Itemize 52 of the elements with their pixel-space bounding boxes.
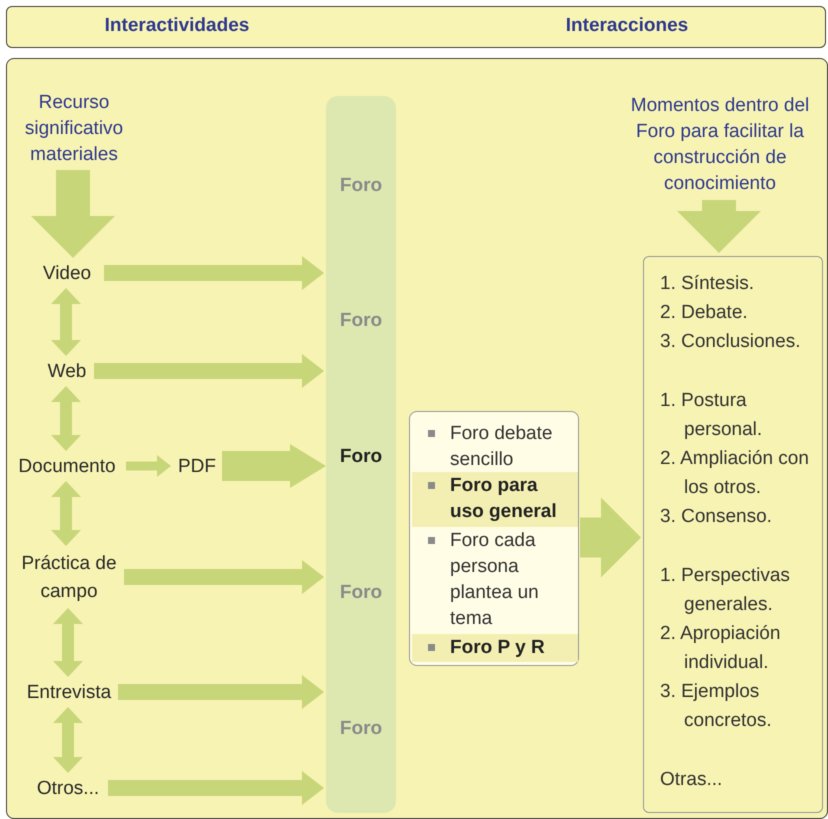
list-panel xyxy=(643,256,823,813)
forum-label: Foro xyxy=(328,173,394,199)
arrow xyxy=(126,455,171,477)
forum-label: Foro xyxy=(328,444,394,470)
list-item: 3. Ejemplos concretos. xyxy=(660,680,773,733)
arrow xyxy=(104,256,324,290)
arrow xyxy=(118,675,324,709)
list-item: 3. Consenso. xyxy=(660,505,773,529)
arrow xyxy=(31,170,115,258)
arrow xyxy=(94,354,324,388)
forum-band xyxy=(326,96,396,813)
resource-label: Práctica de campo xyxy=(15,549,123,607)
arrow xyxy=(124,560,324,594)
arrow xyxy=(108,771,324,805)
content-panel xyxy=(6,58,828,819)
double-arrow xyxy=(51,288,81,356)
list-panel xyxy=(409,411,579,666)
resource-label: PDF xyxy=(173,454,221,480)
column-heading: Interactividades xyxy=(104,15,250,37)
list-item: Foro cada persona plantea un tema xyxy=(450,529,540,631)
double-arrow xyxy=(51,386,81,451)
arrow xyxy=(580,498,641,578)
resource-label: Otros... xyxy=(29,776,107,802)
list-item: 2. Debate. xyxy=(660,301,749,325)
header-band xyxy=(6,6,826,48)
resource-label: Web xyxy=(41,359,93,385)
list-item: 1. Perspectivas generales. xyxy=(660,564,791,617)
double-arrow xyxy=(53,707,83,773)
list-item: Foro debate sencillo xyxy=(450,422,554,472)
forum-label: Foro xyxy=(328,308,394,334)
double-arrow xyxy=(51,481,81,546)
arrow xyxy=(222,444,326,488)
list-row xyxy=(412,472,578,527)
column-heading: Interacciones xyxy=(564,15,690,37)
forum-label: Foro xyxy=(328,580,394,606)
resource-label: Documento xyxy=(9,454,125,480)
resource-label: Entrevista xyxy=(21,680,117,706)
list-item: 3. Conclusiones. xyxy=(660,330,802,354)
resource-label: Video xyxy=(31,261,103,287)
section-heading: Recurso significativo materiales xyxy=(13,89,135,169)
arrow xyxy=(677,200,761,253)
list-item: Foro para uso general xyxy=(450,474,558,524)
list-item: Otras... xyxy=(660,768,724,792)
section-heading: Momentos dentro del Foro para facilitar la construcción de conocimiento xyxy=(613,91,827,199)
double-arrow xyxy=(53,608,83,677)
list-item: 1. Postura personal. xyxy=(660,389,764,442)
list-item: 2. Apropiación individual. xyxy=(660,622,782,675)
forum-label: Foro xyxy=(328,716,394,742)
list-row xyxy=(412,634,578,662)
list-item: 1. Síntesis. xyxy=(660,272,755,296)
list-item: 2. Ampliación con los otros. xyxy=(660,447,810,500)
list-item: Foro P y R xyxy=(450,636,546,660)
